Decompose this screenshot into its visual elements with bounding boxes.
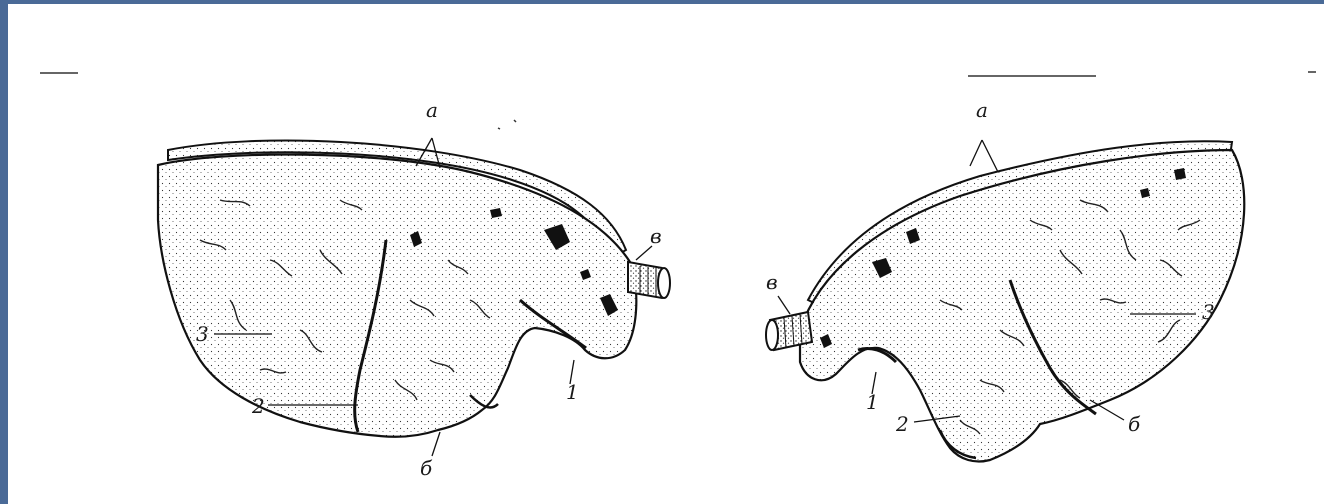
right-lung-label-2: 2 (896, 414, 909, 434)
left-lung-label-2: 2 (252, 396, 265, 416)
left-lung-label-1: 1 (566, 382, 579, 402)
right-lung-label-v: в (766, 272, 778, 292)
left-lung-label-3: 3 (196, 324, 209, 344)
right-lung-label-a: а (976, 100, 988, 120)
left-lung (158, 138, 670, 456)
right-lung-label-b: б (1128, 414, 1140, 434)
left-bronchus (628, 262, 670, 298)
right-lung-body (800, 150, 1244, 462)
left-lung-label-a: а (426, 100, 438, 120)
scan-marks (40, 72, 1316, 129)
right-bronchus (766, 312, 812, 350)
left-lung-label-b: б (420, 458, 432, 478)
right-lung (766, 140, 1244, 462)
left-lung-label-v: в (650, 226, 662, 246)
right-lung-label-3: 3 (1202, 302, 1215, 322)
right-lung-label-1: 1 (866, 392, 879, 412)
